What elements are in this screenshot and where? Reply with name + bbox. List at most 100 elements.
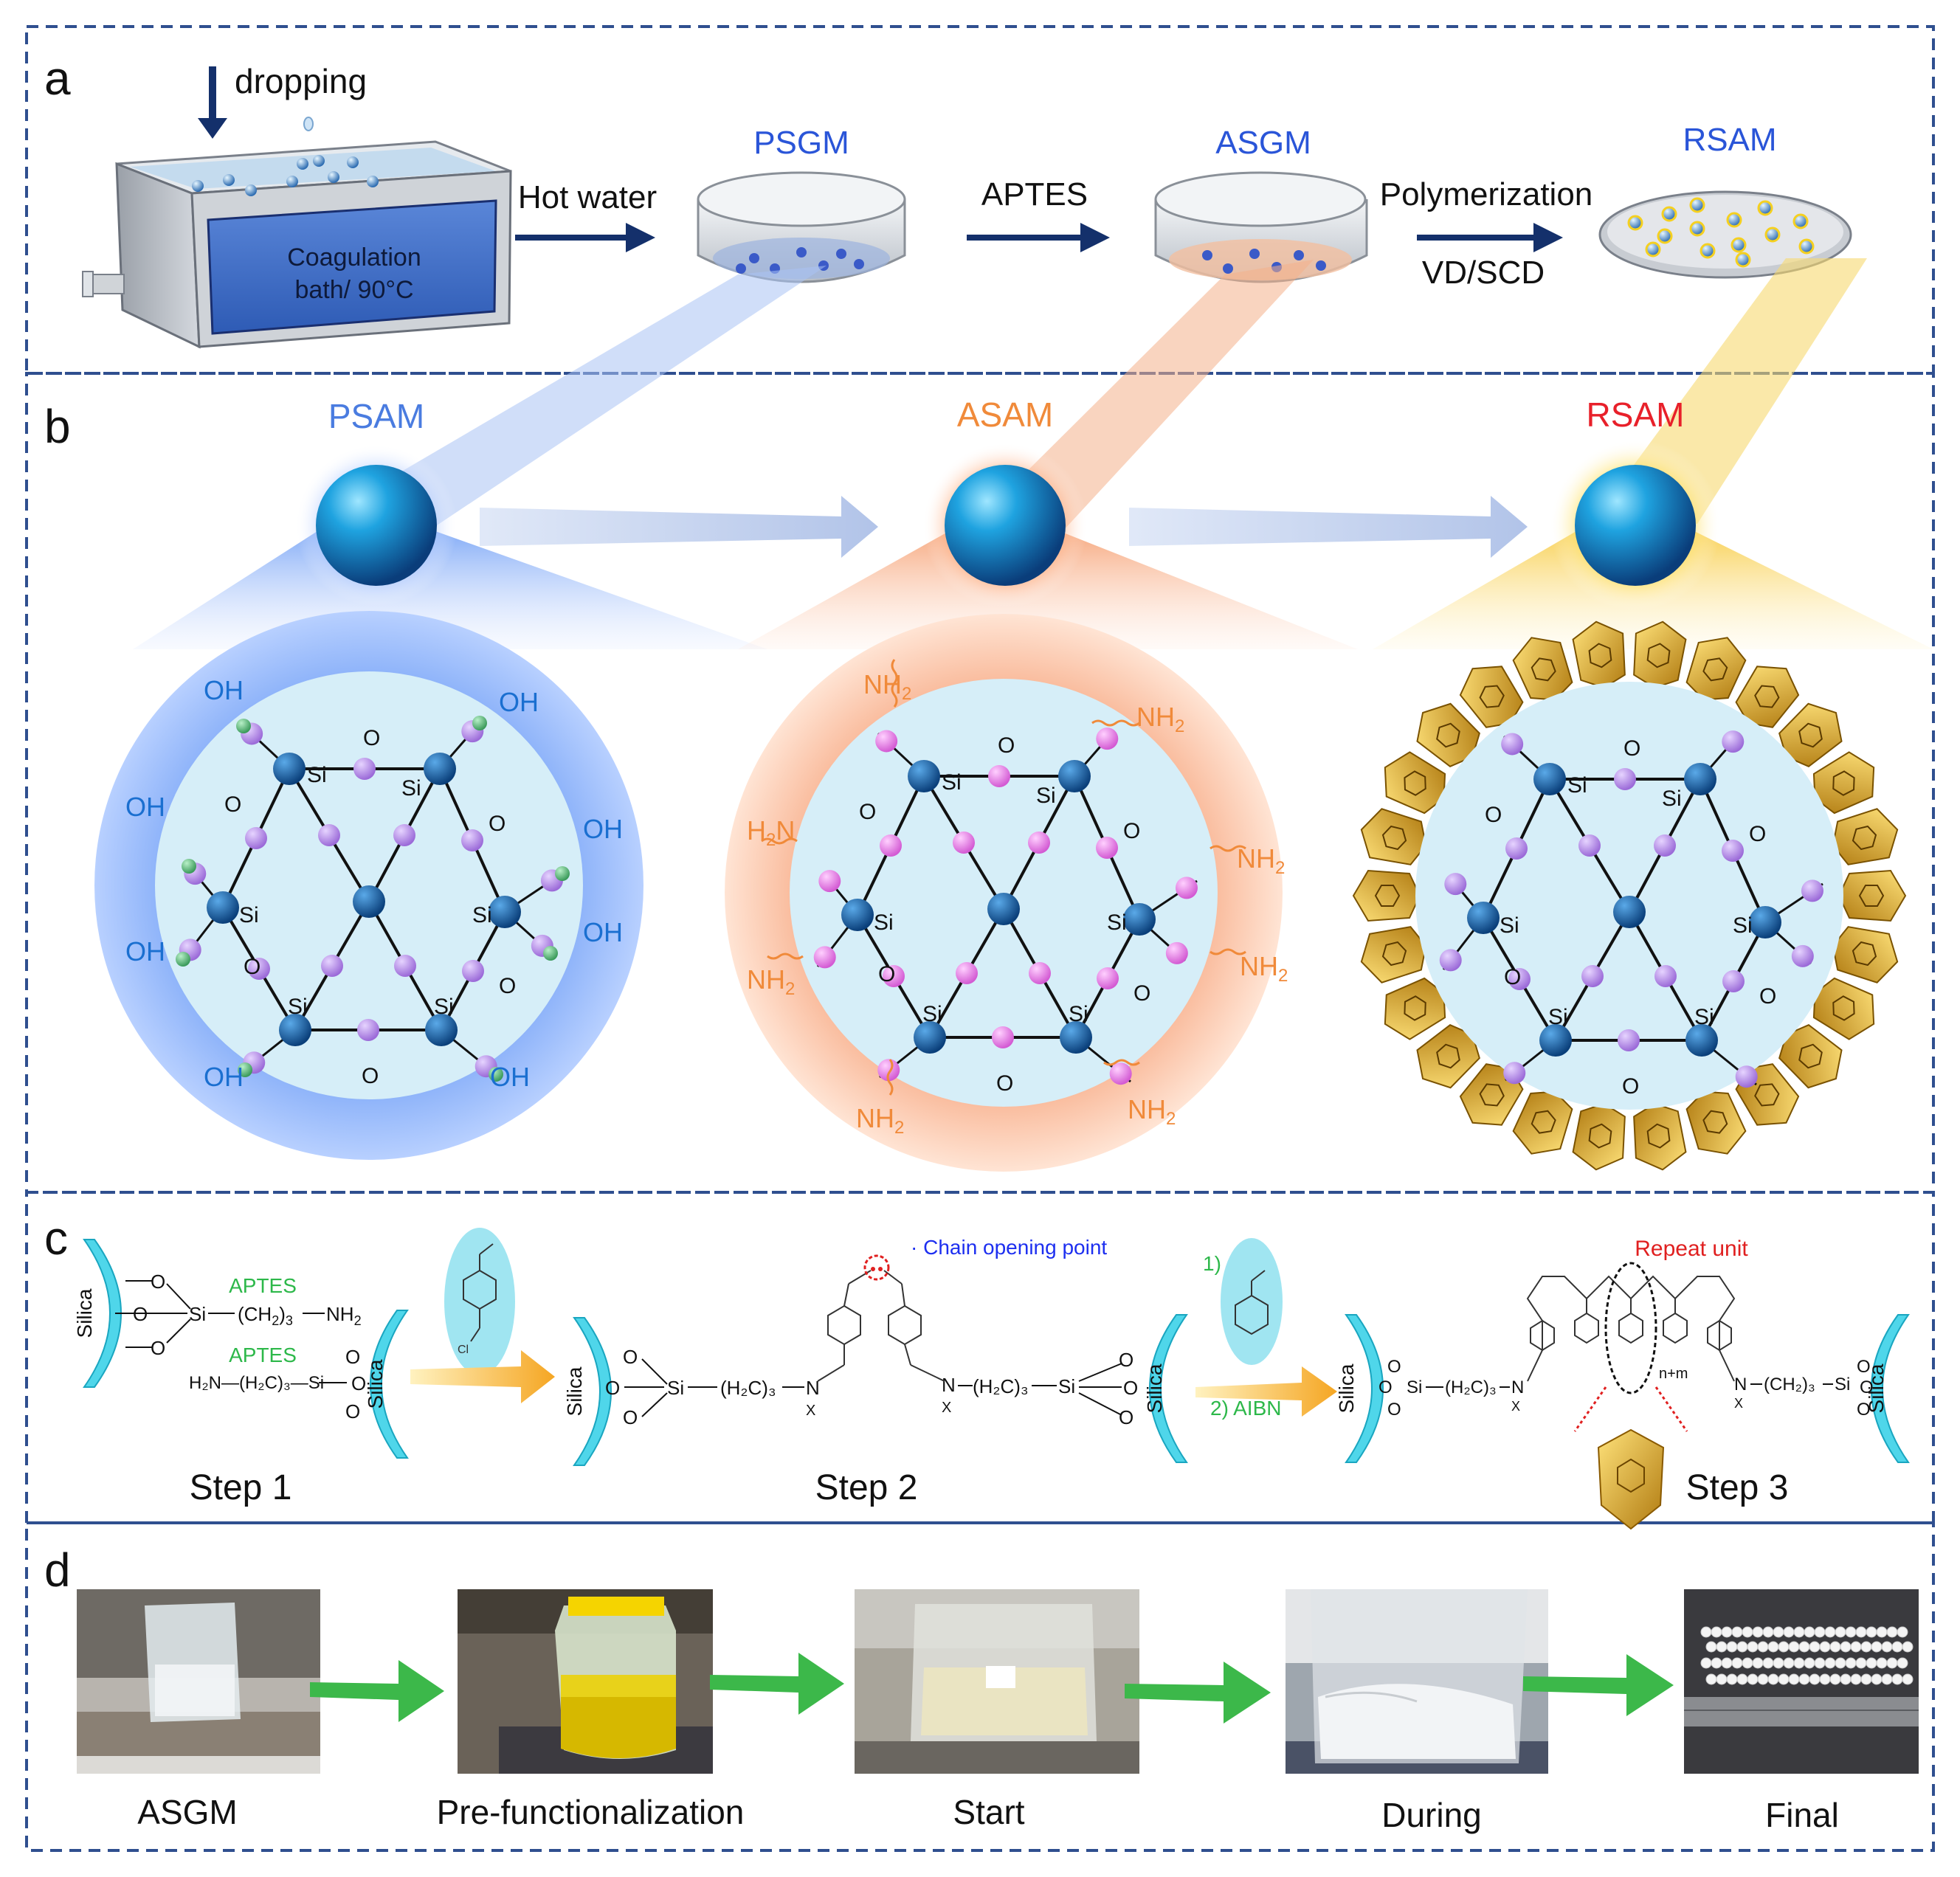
oxygen-atom [1501,733,1524,756]
aerogel-bead [1783,1626,1795,1638]
aerogel-bead [1814,1657,1826,1669]
photo-start [855,1589,1139,1774]
aerogel-bead [1778,1673,1790,1685]
silicon-atom [1539,1024,1572,1057]
panel-b-label: b [44,400,71,453]
nh2-label: NH2 [1128,1094,1176,1129]
chain-opening-label: · Chain opening point [911,1236,1107,1259]
o-label: O [244,955,260,979]
aerogel-bead [1747,1673,1759,1685]
h2c3-chain: (H₂C)₃ [973,1375,1029,1397]
aptes-label-1: APTES [229,1274,297,1297]
o-atom: O [1857,1357,1871,1377]
bath-label-line2: bath/ 90°C [294,276,413,304]
aerogel-bead [1736,1641,1748,1653]
aerogel-bead [1700,1626,1712,1638]
oxygen-atom [394,955,416,977]
oxygen-atom [1722,970,1745,992]
dish-asgm [1154,171,1368,283]
si-label: Si [239,903,259,927]
aerogel-bead [1736,1673,1748,1685]
oxygen-atom [1722,840,1744,862]
oxygen-atom [1801,879,1823,902]
si-atom: Si [189,1303,206,1325]
x-subscript: X [1511,1399,1520,1414]
psam-sphere [316,465,437,586]
photo-during [1286,1589,1548,1774]
oh-label: OH [499,687,539,717]
panel-d: d [44,1544,1919,1834]
si-label: Si [288,995,308,1019]
h2n-label: H2N [747,815,795,850]
n-atom: N [942,1374,956,1396]
oxygen-atom [956,962,978,984]
polystyrene-shell-unit [1633,1102,1687,1171]
o-label: O [878,962,895,986]
oxygen-atom [318,824,340,846]
panel-c-frame [25,1191,1935,1524]
silicon-atom [424,753,456,785]
aerogel-bead [1788,1641,1800,1653]
o-atom: O [1387,1400,1401,1420]
x-subscript: X [942,1400,951,1416]
aerogel-bead [1762,1657,1774,1669]
oxygen-atom [992,1026,1014,1048]
o-label: O [499,974,516,998]
photo-label: Start [953,1793,1024,1831]
o-label: O [998,733,1015,758]
oxygen-atom [357,1019,379,1041]
aerogel-bead [1824,1657,1836,1669]
o-label: O [1622,1074,1639,1099]
o-label: O [1123,819,1140,843]
si-label: Si [942,770,962,795]
aerogel-bead [1783,1657,1795,1669]
hydrogen-atom [472,716,487,730]
silicon-atom [1613,896,1646,928]
aerogel-bead [1819,1673,1831,1685]
oxygen-atom [988,765,1010,787]
photo-label: During [1381,1796,1482,1834]
aerogel-bead [1726,1641,1738,1653]
step2-benzyl-groups [817,1270,945,1382]
silicon-atom [207,891,239,924]
aerogel-bead [1829,1641,1841,1653]
photo-label: ASGM [137,1793,237,1831]
o-atom: O [1860,1377,1874,1397]
x-subscript: X [1734,1396,1743,1411]
silicon-atom [1684,763,1716,795]
si-label: Si [434,995,454,1019]
rsam-sphere [1575,465,1696,586]
step2-chemistry: O O O Si (H₂C)₃ N X N X (H₂C)₃ Si O O O [605,1346,1138,1428]
oxygen-atom [883,965,905,987]
aerogel-bead [1731,1626,1743,1638]
silica-label: Silica [563,1366,586,1416]
silicon-atom [1749,906,1781,938]
aerogel-bead [1871,1673,1883,1685]
aerogel-bead [1891,1673,1903,1685]
si-label: Si [1662,787,1682,811]
silica-arc: Silica [563,1317,612,1466]
aptes-label-2: APTES [229,1344,297,1366]
aerogel-bead [1876,1657,1888,1669]
panel-frames [25,25,1935,1852]
oxygen-atom [1175,877,1198,899]
si-label: Si [472,903,492,927]
step-vdscd-label: VD/SCD [1422,255,1545,291]
silica-label: Silica [73,1288,96,1338]
aerogel-bead [1798,1641,1810,1653]
aerogel-bead [1757,1673,1769,1685]
silicon-atom [273,753,306,785]
ch2-chain: (CH2)3 [238,1303,293,1328]
oxygen-atom [877,1059,900,1082]
oxygen-atom [1439,949,1462,972]
panel-a-label: a [44,52,71,105]
hydrogen-atom [238,1062,252,1077]
photo-arrows [310,1653,1674,1724]
silica-label: Silica [364,1359,387,1408]
silicon-atom [987,893,1020,925]
reagent-bubble-styrene [1221,1238,1283,1365]
polystyrene-chain [1526,1275,1736,1382]
